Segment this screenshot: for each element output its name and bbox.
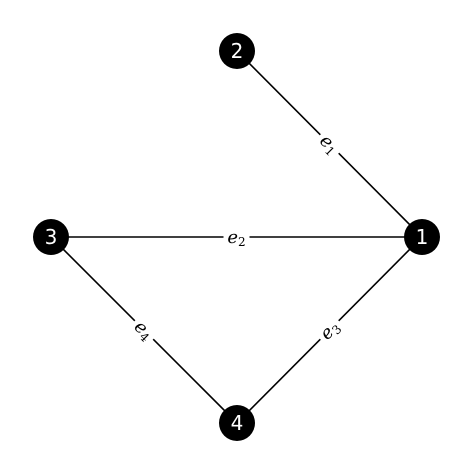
edge-label-subscript: 2 (238, 235, 246, 249)
node-circle (219, 33, 255, 69)
node-circle (33, 219, 69, 255)
edge-label-background (312, 313, 347, 347)
node-4: 4 (219, 405, 255, 441)
edge-label-background (223, 226, 250, 248)
node-circle (404, 219, 440, 255)
node-2: 2 (219, 33, 255, 69)
edge-label-e2: e2 (223, 226, 250, 250)
node-label: 2 (231, 39, 244, 63)
edge-label-e4: e4 (127, 313, 161, 347)
nodes-layer: 1 2 3 4 (33, 33, 440, 441)
edge-labels-layer: e1 e2 e3 e4 (127, 127, 347, 347)
edge-label-background (312, 127, 347, 161)
node-1: 1 (404, 219, 440, 255)
node-label: 1 (416, 225, 429, 249)
edge-label-e3: e3 (312, 313, 347, 347)
edge-label-letter: e (227, 227, 238, 248)
node-3: 3 (33, 219, 69, 255)
edge-label-background (127, 313, 161, 347)
edge-label-e1: e1 (312, 127, 347, 161)
edge-label-text: e2 (227, 227, 245, 250)
node-label: 3 (45, 225, 58, 249)
node-label: 4 (231, 411, 244, 435)
node-circle (219, 405, 255, 441)
